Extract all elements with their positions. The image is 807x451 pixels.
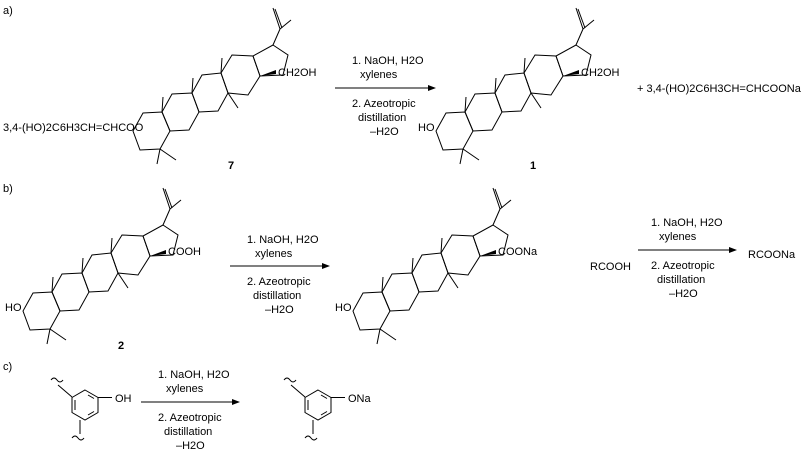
- svg-text:distillation: distillation: [253, 290, 301, 302]
- svg-text:xylenes: xylenes: [255, 248, 293, 260]
- compound-7-number: 7: [228, 160, 234, 172]
- svg-text:xylenes: xylenes: [659, 231, 697, 243]
- svg-text:xylenes: xylenes: [360, 69, 398, 81]
- carboxylate-product-skeleton: [352, 187, 512, 345]
- phenol-ring: [71, 389, 99, 421]
- compound-2-number: 2: [118, 340, 124, 352]
- panel-c-conditions: 1. NaOH, H2O xylenes 2. Azeotropic disti…: [141, 369, 240, 451]
- compound-1-sidechain: CH2OH: [581, 67, 620, 79]
- compound-2-hydroxy: HO: [5, 302, 22, 314]
- general-acid-reaction: RCOOH 1. NaOH, H2O xylenes 2. Azeotropic…: [590, 217, 796, 300]
- svg-text:2. Azeotropic: 2. Azeotropic: [352, 98, 416, 110]
- svg-text:1. NaOH, H2O: 1. NaOH, H2O: [352, 55, 424, 67]
- svg-text:1. NaOH, H2O: 1. NaOH, H2O: [247, 234, 319, 246]
- svg-text:1. NaOH, H2O: 1. NaOH, H2O: [158, 369, 230, 381]
- svg-text:–H2O: –H2O: [669, 288, 698, 300]
- svg-text:distillation: distillation: [164, 426, 212, 438]
- compound-7-sidechain: CH2OH: [278, 67, 317, 79]
- svg-text:–H2O: –H2O: [265, 304, 294, 316]
- phenoxide-ona: ONa: [348, 393, 372, 405]
- svg-text:–H2O: –H2O: [370, 126, 399, 138]
- general-salt: RCOONa: [748, 249, 796, 261]
- panel-b-conditions: 1. NaOH, H2O xylenes 2. Azeotropic disti…: [230, 234, 330, 316]
- svg-text:–H2O: –H2O: [176, 440, 205, 451]
- compound-7-ester: 3,4-(HO)2C6H3CH=CHCOO: [3, 122, 144, 134]
- compound-2-sidechain: COOH: [168, 246, 201, 258]
- compound-1-hydroxy: HO: [418, 122, 435, 134]
- compound-7-skeleton: [132, 7, 292, 165]
- phenoxide-attachment-bonds: [290, 384, 345, 434]
- phenoxide-wavy-bonds: [283, 377, 318, 441]
- svg-text:2. Azeotropic: 2. Azeotropic: [247, 276, 311, 288]
- phenol-attachment-bonds: [57, 384, 112, 434]
- phenol-wavy-bonds: [50, 377, 85, 441]
- phenoxide-ring: [304, 389, 332, 421]
- compound-1-skeleton: [435, 7, 595, 165]
- carboxylate-product-hydroxy: HO: [335, 302, 352, 314]
- compound-1-number: 1: [530, 160, 536, 172]
- svg-text:2. Azeotropic: 2. Azeotropic: [158, 412, 222, 424]
- panel-c-label: c): [3, 361, 12, 373]
- svg-text:2. Azeotropic: 2. Azeotropic: [651, 260, 715, 272]
- svg-text:xylenes: xylenes: [166, 383, 204, 395]
- compound-2-skeleton: [22, 187, 182, 345]
- svg-text:1. NaOH, H2O: 1. NaOH, H2O: [651, 217, 723, 229]
- carboxylate-product-sidechain: COONa: [498, 246, 538, 258]
- svg-text:distillation: distillation: [358, 112, 406, 124]
- svg-text:distillation: distillation: [657, 274, 705, 286]
- panel-b-label: b): [3, 183, 13, 195]
- byproduct-caffeate: + 3,4-(HO)2C6H3CH=CHCOONa: [637, 83, 802, 95]
- general-acid: RCOOH: [590, 261, 631, 273]
- phenol-oh: OH: [115, 393, 132, 405]
- panel-a-label: a): [3, 5, 13, 17]
- panel-a-conditions: 1. NaOH, H2O xylenes 2. Azeotropic disti…: [335, 55, 436, 138]
